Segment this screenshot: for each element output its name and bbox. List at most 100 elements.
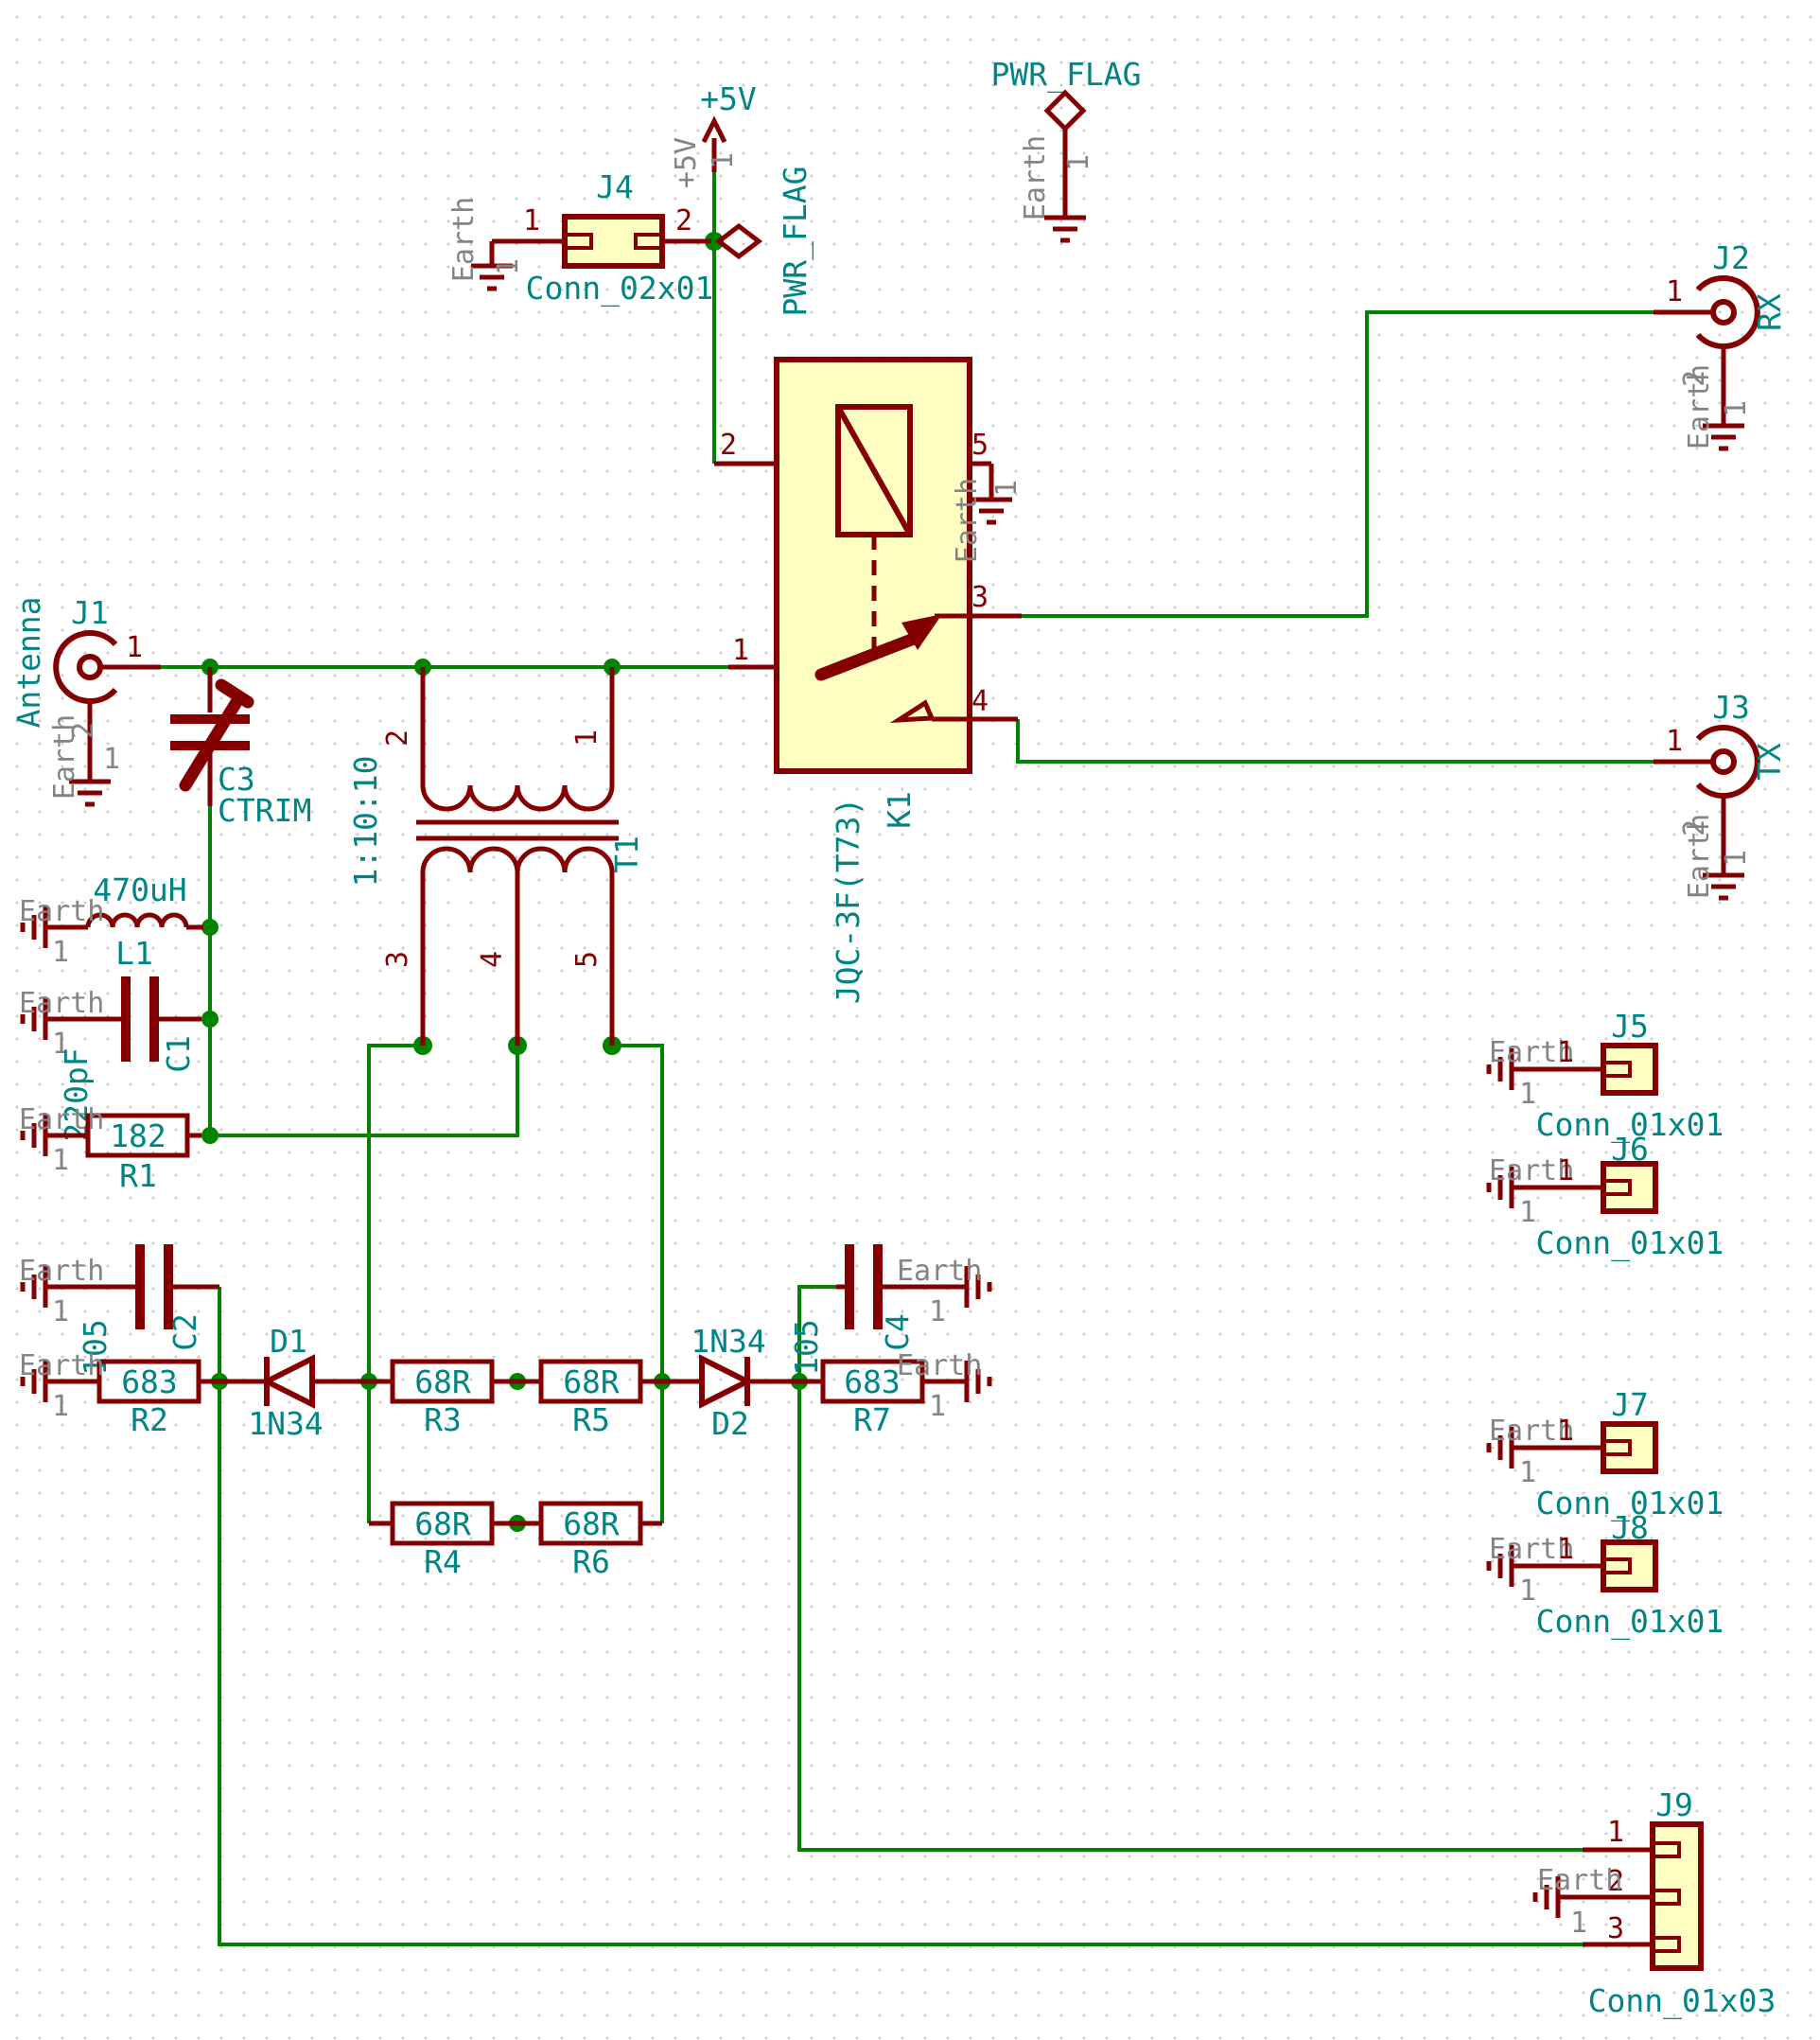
earth-pin: 1 (1519, 1456, 1536, 1489)
earth-name: Earth (48, 714, 81, 800)
j9-pin2-number: 2 (1607, 1865, 1624, 1898)
earth-name: Earth (1489, 1154, 1574, 1187)
earth-pin: 1 (492, 258, 525, 275)
j1-value: Antenna (10, 596, 47, 728)
connector-j2[interactable]: J2 1 RX 2 Earth 1 (1654, 239, 1788, 449)
connector-j4[interactable]: J4 1 2 Earth 1 Conn_02x01 (447, 168, 713, 308)
t1-pin2-number: 2 (381, 730, 414, 747)
wire-c4-branch (797, 1285, 1583, 1852)
k1-body (774, 357, 972, 774)
resistor-r1[interactable]: Earth 1 182 R1 (19, 1103, 201, 1194)
transformer-t1[interactable]: 2 1 3 4 5 1:10:10 T1 (347, 667, 645, 1046)
t1-primary-winding (420, 784, 615, 812)
d1-value: 1N34 (248, 1405, 323, 1442)
r2-value: 683 (121, 1363, 178, 1400)
earth-name: Earth (1537, 1864, 1622, 1897)
k1-ref: K1 (881, 791, 918, 829)
d1-ref: D1 (270, 1323, 307, 1360)
r4-ref: R4 (424, 1543, 462, 1580)
d2-value: 1N34 (691, 1323, 765, 1360)
j1-pin1-number: 1 (126, 631, 143, 664)
capacitor-c4[interactable]: Earth 1 105 C4 (788, 1244, 989, 1376)
plus5v-arrow-icon (701, 115, 727, 144)
capacitor-c2[interactable]: Earth 1 105 C2 (19, 1244, 219, 1376)
earth-pin: 1 (990, 480, 1024, 497)
t1-ref: T1 (608, 835, 645, 873)
junction-dot (201, 1127, 219, 1144)
k1-nc-contact (889, 699, 936, 724)
t1-pin3-number: 3 (381, 951, 414, 968)
r3-ref: R3 (424, 1401, 462, 1438)
j2-pin2-number: 2 (1678, 370, 1711, 387)
inductor-l1[interactable]: Earth 1 470uH L1 (19, 871, 203, 972)
j5-pin1-number: 1 (1557, 1036, 1574, 1069)
power-pwr-flag-top[interactable]: PWR_FLAG Earth 1 (991, 56, 1142, 240)
r5-ref: R5 (572, 1401, 610, 1438)
earth-name: Earth (1683, 814, 1716, 899)
junction-dot (201, 919, 219, 936)
power-plus5v[interactable]: +5V +5V 1 (670, 80, 757, 188)
j4-pin2-number: 2 (675, 204, 692, 237)
c2-value: 105 (77, 1319, 114, 1376)
connector-j5[interactable]: J5 Earth 1 1 Conn_01x01 (1489, 1008, 1724, 1144)
connector-j7[interactable]: J7 Earth 1 1 Conn_01x01 (1489, 1386, 1724, 1522)
earth-pin: 1 (52, 1028, 69, 1061)
earth-name: Earth (1683, 364, 1716, 449)
earth-pin: 1 (1062, 154, 1095, 171)
r1-value: 182 (110, 1117, 166, 1154)
c4-value: 105 (788, 1319, 825, 1376)
earth-name: Earth (951, 478, 984, 563)
j3-pin1-number: 1 (1666, 725, 1683, 758)
diode-d2[interactable]: 1N34 D2 (662, 1323, 799, 1442)
t1-pin4-number: 4 (476, 951, 509, 968)
resistor-r7[interactable]: Earth 1 683 R7 (799, 1349, 989, 1438)
connector-j3[interactable]: J3 1 TX 2 Earth 1 (1654, 689, 1788, 899)
connector-j8[interactable]: J8 Earth 1 1 Conn_01x01 (1489, 1509, 1724, 1641)
j2-pin1-number: 1 (1666, 275, 1683, 308)
power-pwr-flag-main[interactable]: PWR_FLAG (714, 167, 814, 317)
capacitor-c1[interactable]: Earth 1 220pF C1 (19, 976, 201, 1142)
r7-value: 683 (844, 1363, 901, 1400)
wire-relay-pin3-to-j2 (1022, 310, 1654, 618)
junction-dot (201, 1011, 219, 1028)
wire-t1-pin5-down (612, 1044, 664, 1523)
connector-j9[interactable]: J9 1 2 3 Earth 1 Conn_01x03 (1535, 1786, 1776, 2020)
l1-ref: L1 (115, 935, 153, 972)
resistor-r5[interactable]: 68R R5 (517, 1362, 662, 1438)
earth-pin: 1 (52, 1390, 69, 1423)
connector-j1[interactable]: J1 Antenna 1 2 Earth 1 (10, 594, 161, 804)
earth-name: Earth (897, 1349, 982, 1382)
wire-relay-pin4-to-j3 (1016, 719, 1654, 764)
resistor-r2[interactable]: Earth 1 683 R2 (19, 1349, 219, 1438)
j2-value: RX (1751, 293, 1788, 331)
trimmer-arrow (179, 695, 243, 792)
pwr-flag-diamond-icon (1043, 89, 1087, 132)
r5-value: 68R (563, 1363, 620, 1400)
t1-value: 1:10:10 (347, 755, 384, 887)
earth-pin: 1 (1720, 850, 1753, 867)
wire-t1-pin3-down (367, 1044, 423, 1523)
capacitor-c3[interactable]: C3 CTRIM (170, 667, 311, 829)
diode-icon (267, 1357, 312, 1406)
resistor-r6[interactable]: 68R R6 (517, 1504, 662, 1580)
connector-j6[interactable]: J6 Earth 1 1 Conn_01x01 (1489, 1131, 1724, 1262)
j9-pin3-number: 3 (1607, 1912, 1624, 1945)
plus5v-hidden-pin: 1 (707, 152, 740, 169)
junction-dot (705, 232, 724, 251)
resistor-r3[interactable]: 68R R3 (369, 1362, 517, 1438)
r1-ref: R1 (119, 1157, 157, 1194)
t1-pin5-number: 5 (570, 951, 604, 968)
earth-name: Earth (19, 1103, 104, 1136)
k1-switch-arm (814, 632, 920, 681)
relay-k1[interactable]: 2 1 5 3 4 Earth 1 JQC-3F(T73) K1 (714, 357, 1024, 1004)
c3-value: CTRIM (218, 792, 311, 829)
earth-pin: 1 (1570, 1907, 1587, 1940)
resistor-r4[interactable]: 68R R4 (369, 1504, 517, 1580)
j3-value: TX (1751, 743, 1788, 781)
wires[interactable] (161, 172, 1654, 1946)
j3-pin2-number: 2 (1678, 819, 1711, 836)
diode-d1[interactable]: D1 1N34 (219, 1323, 369, 1442)
d2-ref: D2 (711, 1405, 749, 1442)
j6-value: Conn_01x01 (1536, 1224, 1724, 1262)
